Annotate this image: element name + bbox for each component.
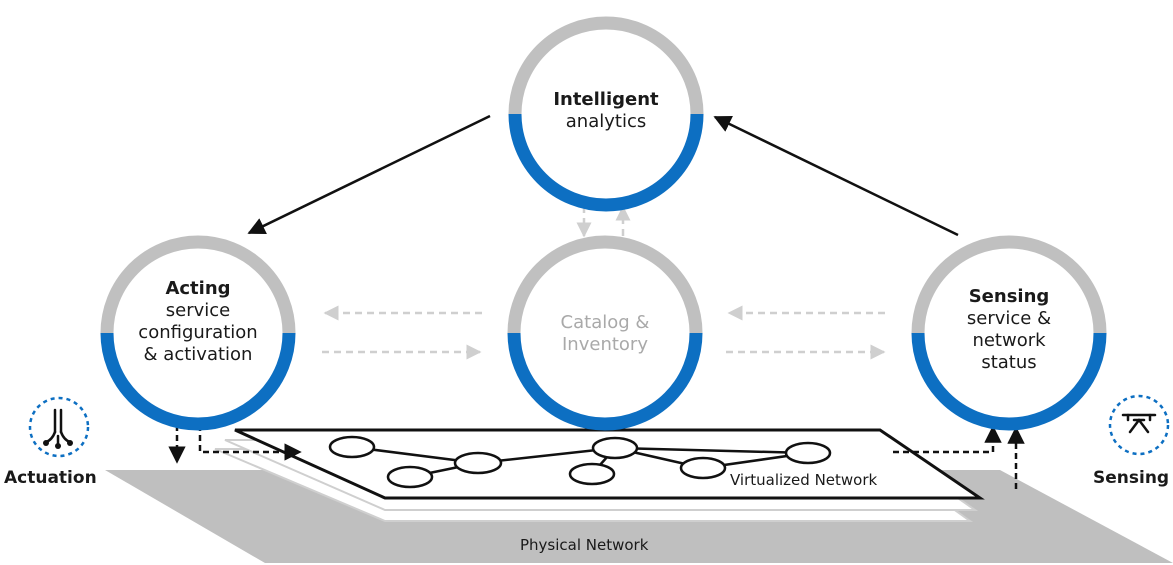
acting-title: Acting <box>165 278 231 299</box>
intelligent-subtitle: analytics <box>565 110 647 132</box>
acting-label: Acting service configuration & activatio… <box>113 278 283 366</box>
catalog-label: Catalog & Inventory <box>525 312 685 356</box>
arrow-sensing-to-intelligent <box>713 115 959 237</box>
intelligent-label: Intelligent analytics <box>526 89 686 133</box>
catalog-line2: Inventory <box>562 333 648 355</box>
virtualized-network-label: Virtualized Network <box>730 471 878 489</box>
circle-catalog <box>507 235 703 431</box>
acting-line3: & activation <box>143 343 253 365</box>
sensing-line3: status <box>981 351 1037 373</box>
intelligent-title: Intelligent <box>553 89 659 110</box>
arrow-intelligent-to-acting <box>247 114 491 235</box>
arrow-acting-to-virtualized <box>198 425 302 461</box>
acting-line2: configuration <box>138 321 258 343</box>
actuation-side-label: Actuation <box>4 468 97 488</box>
circle-intelligent <box>508 16 704 212</box>
sensing-line2: network <box>972 329 1046 351</box>
circle-acting <box>100 235 296 431</box>
sensing-side-label: Sensing <box>1093 468 1170 488</box>
sensing-icon <box>1108 394 1170 456</box>
actuation-icon <box>28 396 90 458</box>
arrow-virtualized-to-sensing <box>893 425 1002 454</box>
catalog-line1: Catalog & <box>560 312 650 333</box>
circle-sensing <box>911 235 1107 431</box>
sensing-label: Sensing service & network status <box>929 286 1089 374</box>
sensing-line1: service & <box>966 307 1052 329</box>
physical-network-label: Physical Network <box>520 536 649 554</box>
network-graph-nodes <box>328 435 832 489</box>
sensing-title: Sensing <box>968 286 1050 307</box>
acting-line1: service <box>165 299 231 321</box>
